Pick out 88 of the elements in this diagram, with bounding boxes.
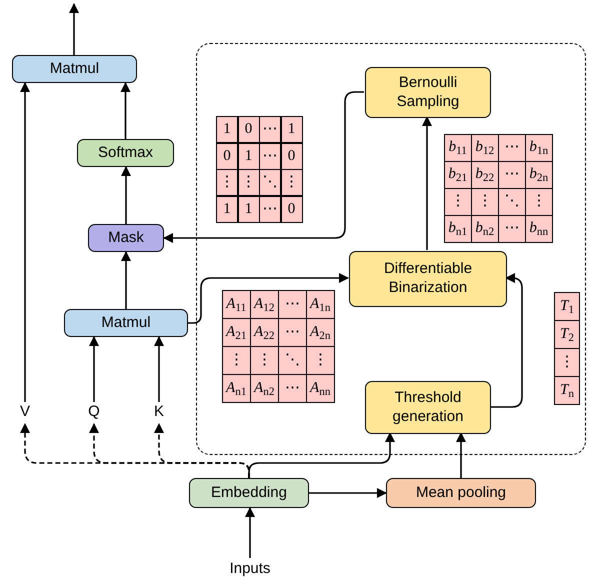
matrix-entry: A$_{21}$ <box>226 324 246 340</box>
arrow <box>490 273 523 408</box>
node-text: K <box>154 402 164 422</box>
node-text: Inputs <box>230 560 270 578</box>
node-text: Mask <box>108 228 144 248</box>
matrix-entry: b$_{21}$ <box>448 167 468 182</box>
arrow <box>163 91 364 243</box>
matrix-entry: T$_{n}$ <box>560 382 574 398</box>
matrix-entry: ⋯ <box>262 202 278 216</box>
process-box <box>12 55 137 83</box>
node-text: Matmul <box>50 60 100 78</box>
node-text: V <box>20 402 30 422</box>
arrow <box>154 336 164 402</box>
matrix-entry: A$_{nn}$ <box>310 380 330 396</box>
matrix-entry: 1 <box>223 122 231 137</box>
matrix-entry: T$_{1}$ <box>560 298 574 314</box>
matrix-entry: A$_{n2}$ <box>254 380 274 396</box>
matrix-entry: 1 <box>244 148 252 164</box>
matrix-entry: T$_{2}$ <box>560 326 574 342</box>
matrix-entry: ⋯ <box>504 167 520 182</box>
matrix-entry: ⋯ <box>262 122 278 137</box>
process-box <box>189 478 309 508</box>
matrix-entry: ⋱ <box>262 175 278 190</box>
arrow <box>245 507 255 558</box>
matrix-entry: b$_{2n}$ <box>529 167 548 182</box>
arrow <box>89 336 99 402</box>
matrix-entry: A$_{n1}$ <box>226 380 246 396</box>
matrix-entry: ⋮ <box>228 352 244 368</box>
matrix-entry: ⋮ <box>450 194 466 210</box>
matrix-entry: ⋱ <box>284 352 300 368</box>
matrix-entry: A$_{22}$ <box>254 324 274 340</box>
node-text: Bernoulli Sampling <box>396 74 460 112</box>
arrow <box>456 432 466 478</box>
matrix-entry: 1 <box>288 122 296 137</box>
matrix-entry: ⋮ <box>477 194 492 210</box>
matrix-entry: b$_{22}$ <box>475 167 494 182</box>
matrix-entry: ⋯ <box>504 140 520 156</box>
matrix-entry: 0 <box>244 122 252 137</box>
arrow <box>154 423 250 478</box>
arrow <box>121 166 131 224</box>
arrow <box>422 116 432 250</box>
process-box <box>77 139 174 167</box>
node-text: Embedding <box>211 484 287 502</box>
node-text: Softmax <box>98 144 154 162</box>
arrow <box>20 82 30 402</box>
matrix-entry: b$_{12}$ <box>475 140 494 156</box>
process-box <box>64 309 188 337</box>
matrix-entry: ⋯ <box>262 148 278 164</box>
matrix-entry: ⋮ <box>560 354 574 370</box>
matrix-entry: 1 <box>223 202 231 216</box>
matrix-entry: A$_{11}$ <box>226 296 246 312</box>
matrix-entry: 0 <box>223 148 231 164</box>
matrix-entry: ⋮ <box>220 175 234 190</box>
node-text: Threshold generation <box>392 388 464 426</box>
matrix-entry: 0 <box>288 148 296 164</box>
node-text: Mean pooling <box>416 484 506 502</box>
process-box <box>386 478 536 508</box>
node-text: Q <box>88 402 100 422</box>
matrix-entry: b$_{n1}$ <box>448 221 468 236</box>
matrix-entry: ⋮ <box>531 194 546 210</box>
matrix-entry: ⋯ <box>284 324 300 340</box>
arrow <box>69 3 79 55</box>
matrix-entry: ⋱ <box>504 194 520 210</box>
matrix-entry: A$_{2n}$ <box>310 324 330 340</box>
matrix-entry: A$_{12}$ <box>254 296 274 312</box>
matrix-entry: b$_{1n}$ <box>529 140 548 156</box>
arrow <box>121 251 131 309</box>
node-text: Matmul <box>101 314 151 332</box>
matrix-entry: A$_{1n}$ <box>310 296 330 312</box>
matrix-entry: b$_{11}$ <box>448 140 467 156</box>
process-box <box>365 381 491 434</box>
arrow <box>309 488 387 498</box>
matrix-entry: ⋮ <box>312 352 328 368</box>
matrix-entry: ⋮ <box>284 175 299 190</box>
node-text: Differentiable Binarization <box>382 260 474 298</box>
matrix-entry: ⋯ <box>284 380 300 396</box>
process-box <box>88 224 164 252</box>
process-box <box>349 251 507 307</box>
matrix-entry: b$_{nn}$ <box>529 221 548 236</box>
process-box <box>365 67 491 118</box>
matrix-entry: ⋮ <box>241 175 256 190</box>
matrix-entry: ⋯ <box>504 221 520 236</box>
matrix-entry: b$_{n2}$ <box>475 221 494 236</box>
matrix-entry: ⋯ <box>284 296 300 312</box>
matrix-entry: 0 <box>288 202 296 216</box>
matrix-entry: ⋮ <box>256 352 272 368</box>
arrow <box>120 82 130 139</box>
matrix-entry: 1 <box>244 202 252 216</box>
